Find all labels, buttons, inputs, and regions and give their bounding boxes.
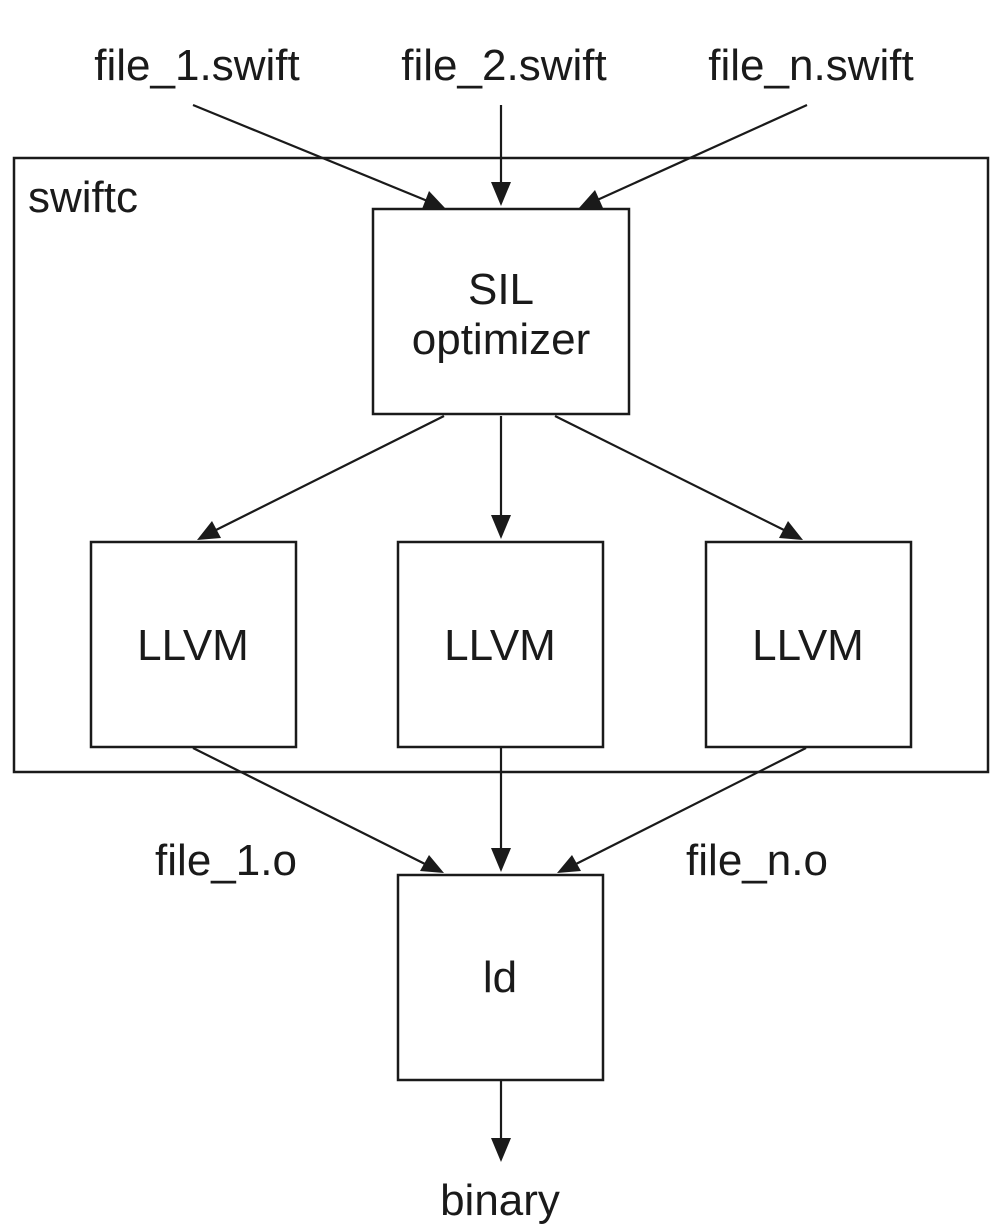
llvm-label-1: LLVM xyxy=(137,621,249,670)
arrowhead-sil-to-llvm-2 xyxy=(491,515,511,539)
object-file-n-label: file_n.o xyxy=(686,836,828,885)
arrowhead-sil-to-llvm-3 xyxy=(779,521,803,540)
edge-sil-to-llvm-1 xyxy=(211,415,445,533)
input-file-2-label: file_2.swift xyxy=(401,41,606,90)
sil-optimizer-box xyxy=(371,207,631,416)
llvm-label-2: LLVM xyxy=(444,621,556,670)
binary-output-label: binary xyxy=(440,1176,560,1225)
arrowhead-sil-to-llvm-1 xyxy=(197,521,221,540)
edge-file1-to-sil xyxy=(192,103,431,204)
object-file-1-label: file_1.o xyxy=(155,836,297,885)
sil-optimizer-label-line-2: optimizer xyxy=(412,315,591,364)
ld-box xyxy=(396,873,605,1082)
arrowhead-llvm-2-to-ld xyxy=(491,848,511,872)
llvm-box-1 xyxy=(89,540,298,749)
ld-label: ld xyxy=(483,953,517,1002)
arrowhead-llvm-3-to-ld xyxy=(557,855,581,873)
llvm-box-2 xyxy=(396,540,605,749)
edge-filen-to-sil xyxy=(594,103,808,203)
input-file-1-label: file_1.swift xyxy=(94,41,299,90)
edge-sil-to-llvm-3 xyxy=(554,415,789,533)
arrowhead-ld-to-binary xyxy=(491,1138,511,1162)
llvm-label-3: LLVM xyxy=(752,621,864,670)
edges xyxy=(192,103,808,1162)
llvm-box-3 xyxy=(704,540,913,749)
arrowhead-filen-to-sil xyxy=(579,190,603,208)
swiftc-label: swiftc xyxy=(28,173,138,222)
edge-llvm-1-to-ld xyxy=(192,747,430,867)
input-file-n-label: file_n.swift xyxy=(708,41,913,90)
sil-optimizer-label-line-1: SIL xyxy=(468,265,534,314)
arrowhead-file2-to-sil xyxy=(491,182,511,206)
edge-llvm-3-to-ld xyxy=(571,747,807,867)
arrowhead-file1-to-sil xyxy=(422,191,445,209)
arrowhead-llvm-1-to-ld xyxy=(420,855,444,873)
